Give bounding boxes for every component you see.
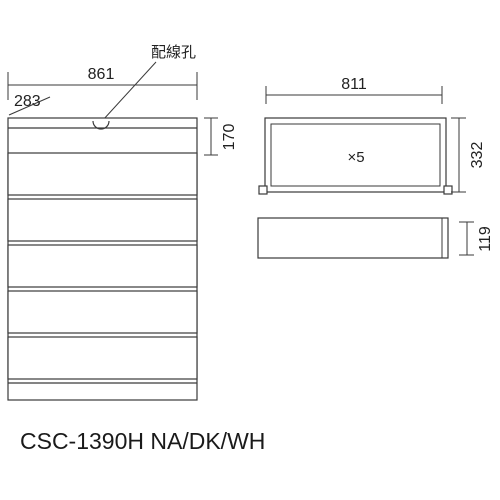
drawer-width-label: 811 <box>341 76 367 93</box>
drawer-front-4 <box>7 290 198 334</box>
drawer-width-dimension: 811 <box>265 76 443 104</box>
wiring-hole-callout: 配線孔 <box>102 43 196 121</box>
cabinet-width-dimension: 861 <box>7 66 198 100</box>
wiring-hole-label: 配線孔 <box>151 43 196 61</box>
drawer-box-inner <box>270 123 441 187</box>
drawer-top-view: 811 ×5 332 <box>258 76 486 195</box>
top-drawer-height-label: 170 <box>221 124 238 151</box>
drawer-front-1 <box>7 152 198 196</box>
drawer-height-dimension: 119 <box>459 221 494 256</box>
drawer-flange-left <box>258 185 268 195</box>
cabinet-width-label: 861 <box>88 66 115 83</box>
drawer-depth-label: 332 <box>469 142 486 169</box>
wiring-hole <box>92 120 110 130</box>
drawer-front-3 <box>7 244 198 288</box>
drawer-side-outline <box>257 217 449 259</box>
top-depth-label: 283 <box>14 93 41 110</box>
top-drawer-height-dimension: 170 <box>204 117 238 156</box>
drawer-box-outline <box>264 117 447 193</box>
drawer-flange-right <box>443 185 453 195</box>
drawer-side-view: 119 <box>257 217 494 259</box>
drawer-depth-dimension: 332 <box>451 117 486 193</box>
drawer-front-5 <box>7 336 198 380</box>
model-name: CSC-1390H NA/DK/WH <box>20 428 265 454</box>
top-depth-dimension: 283 <box>8 93 51 116</box>
drawer-count-label: ×5 <box>347 149 364 166</box>
drawer-height-label: 119 <box>477 226 494 252</box>
drawer-front-2 <box>7 198 198 242</box>
cabinet-front-view: 861 配線孔 283 376 170 <box>7 43 238 401</box>
wiring-hole-leader <box>102 61 157 121</box>
top-depth-line <box>8 96 51 116</box>
